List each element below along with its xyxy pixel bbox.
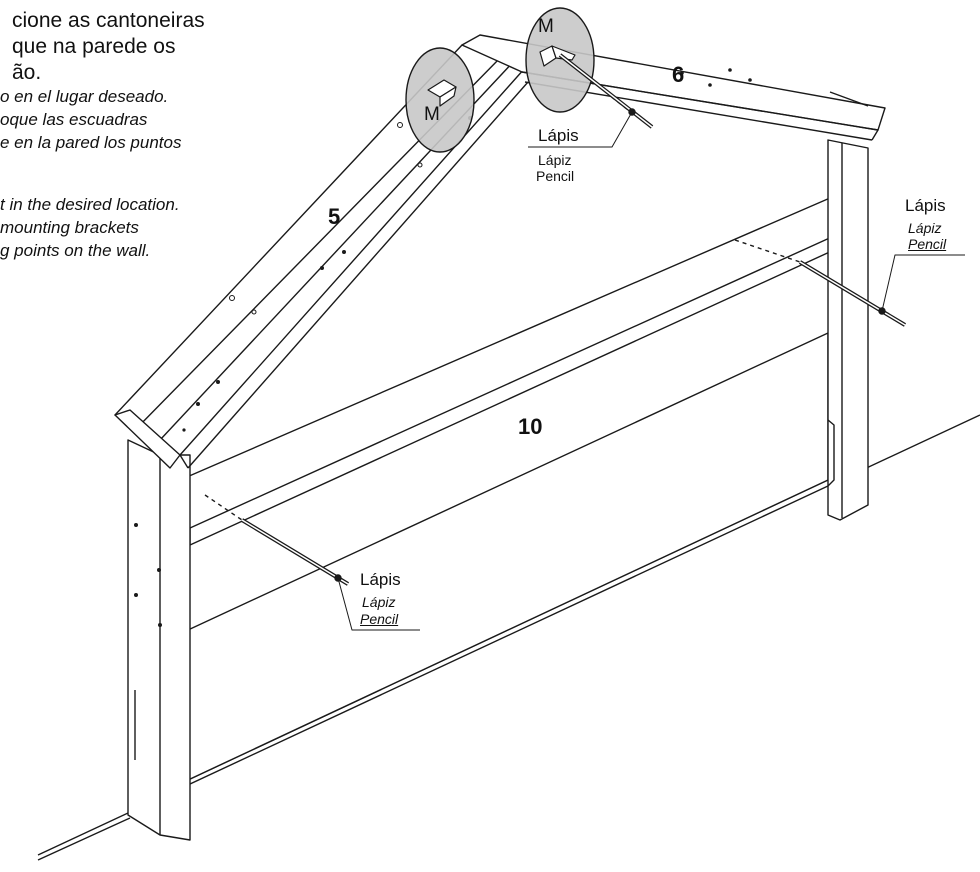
pencil-label-top-es: Lápiz [538, 152, 572, 168]
instruction-es-1: o en el lugar deseado. [0, 87, 169, 106]
instruction-pt-1: cione as cantoneiras [12, 9, 205, 32]
left-end-cap [114, 409, 181, 469]
instruction-en-1: t in the desired location. [0, 195, 180, 214]
bracket-icon-right [539, 45, 576, 67]
instruction-pt-2: que na parede os [12, 35, 176, 58]
mark-line-right [734, 239, 801, 263]
left-post [127, 439, 191, 841]
wood-holes [229, 122, 423, 315]
pencil-icon-bottom [240, 518, 350, 586]
instruction-es-3: e en la pared los puntos [0, 133, 182, 152]
wall-floor-line-lower [37, 817, 131, 861]
leader-right [881, 254, 965, 312]
pencil-label-right-pt: Lápis [905, 196, 946, 215]
pencil-label-bottom-pt: Lápis [360, 570, 401, 589]
pencil-label-top-en: Pencil [536, 168, 575, 184]
part-number-10: 10 [518, 414, 543, 439]
part-number-5: 5 [328, 204, 341, 229]
pencil-label-right-en: Pencil [908, 236, 947, 252]
right-post-notch [827, 419, 835, 487]
pencil-label-right-es: Lápiz [908, 220, 942, 236]
roof-plank-5-underside [179, 454, 189, 469]
leader-top [528, 111, 633, 148]
pencil-label-bottom-en: Pencil [360, 611, 399, 627]
instruction-en-2: mounting brackets [0, 218, 139, 237]
wall-floor-line [37, 414, 980, 856]
instruction-pt-3: ão. [12, 61, 42, 84]
pencil-label-top-pt: Lápis [538, 126, 579, 145]
instruction-en-3: g points on the wall. [0, 241, 151, 260]
bracket-icon-left [427, 79, 457, 107]
detail-label-m-left: M [424, 104, 440, 125]
right-post [827, 139, 869, 521]
roof-plank-6-rail [829, 91, 869, 107]
rail-board-edge-2 [189, 249, 835, 546]
detail-label-m-right: M [538, 16, 554, 37]
roof-plank-6-end [871, 129, 879, 141]
roof-plank-5-underside-2 [187, 81, 529, 469]
pencil-label-bottom-es: Lápiz [362, 594, 396, 610]
leader-bottom [337, 577, 420, 631]
detail-circle-right [525, 7, 595, 113]
part-number-6: 6 [672, 62, 685, 87]
instruction-es-2: oque las escuadras [0, 110, 148, 129]
